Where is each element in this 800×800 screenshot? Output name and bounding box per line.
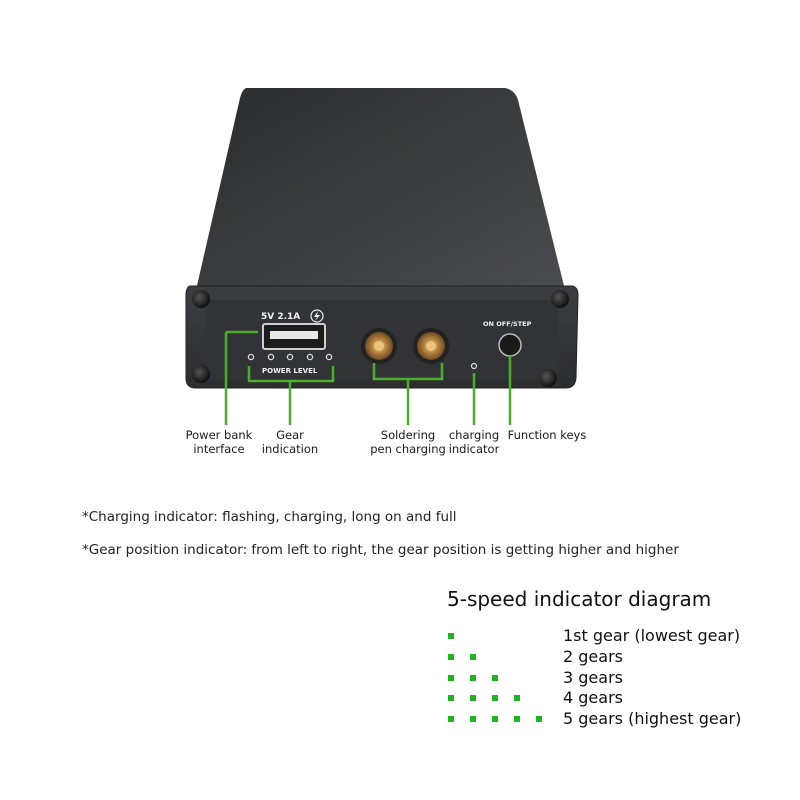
gear-dot xyxy=(470,716,476,722)
note-charging-indicator: *Charging indicator: flashing, charging,… xyxy=(82,509,457,525)
gear-dot xyxy=(448,716,454,722)
gear-row-5: 5 gears (highest gear) xyxy=(448,709,768,729)
gear-dot xyxy=(448,633,454,639)
callout-charging-indicator: charging indicator xyxy=(448,428,500,456)
switch-label: ON OFF/STEP xyxy=(483,320,532,328)
gear-dot xyxy=(470,654,476,660)
power-level-label: POWER LEVEL xyxy=(262,367,318,375)
gear-dot xyxy=(514,716,520,722)
callout-lines xyxy=(224,330,512,425)
gear-row-2: 2 gears xyxy=(448,647,768,667)
gear-row-3: 3 gears xyxy=(448,668,768,688)
charging-indicator-led xyxy=(470,362,478,370)
gear-dot xyxy=(492,716,498,722)
gear-dot xyxy=(448,675,454,681)
gear-dot xyxy=(514,695,520,701)
gear-label: 1st gear (lowest gear) xyxy=(563,626,741,645)
callout-power-bank: Power bank interface xyxy=(185,428,253,456)
note-gear-position: *Gear position indicator: from left to r… xyxy=(82,542,679,558)
gear-dot xyxy=(492,695,498,701)
gear-dot xyxy=(448,695,454,701)
screw-icon xyxy=(192,290,569,387)
usb-rating-label: 5V 2.1A xyxy=(261,312,300,322)
gear-dot xyxy=(448,654,454,660)
legend-title: 5-speed indicator diagram xyxy=(447,587,712,611)
gear-label: 2 gears xyxy=(563,647,623,666)
gear-dot xyxy=(470,675,476,681)
function-key-button xyxy=(498,333,522,357)
gear-row-4: 4 gears xyxy=(448,688,768,708)
power-level-leds xyxy=(247,353,333,361)
soldering-connector-left xyxy=(361,328,397,364)
gear-label: 3 gears xyxy=(563,668,623,687)
callout-function-keys: Function keys xyxy=(507,428,587,442)
gear-dot xyxy=(492,675,498,681)
gear-dot xyxy=(536,716,542,722)
lightning-icon xyxy=(310,309,324,323)
device-top-face xyxy=(196,88,565,290)
gear-label: 5 gears (highest gear) xyxy=(563,709,742,728)
device-illustration: 5V 2.1A POWER LEVEL ON OFF/STEP xyxy=(185,88,579,425)
gear-dot xyxy=(470,695,476,701)
soldering-connector-right xyxy=(413,328,449,364)
callout-gear-indication: Gear indication xyxy=(261,428,319,456)
gear-row-1: 1st gear (lowest gear) xyxy=(448,626,768,646)
gear-label: 4 gears xyxy=(563,688,623,707)
callout-soldering: Soldering pen charging xyxy=(370,428,446,456)
